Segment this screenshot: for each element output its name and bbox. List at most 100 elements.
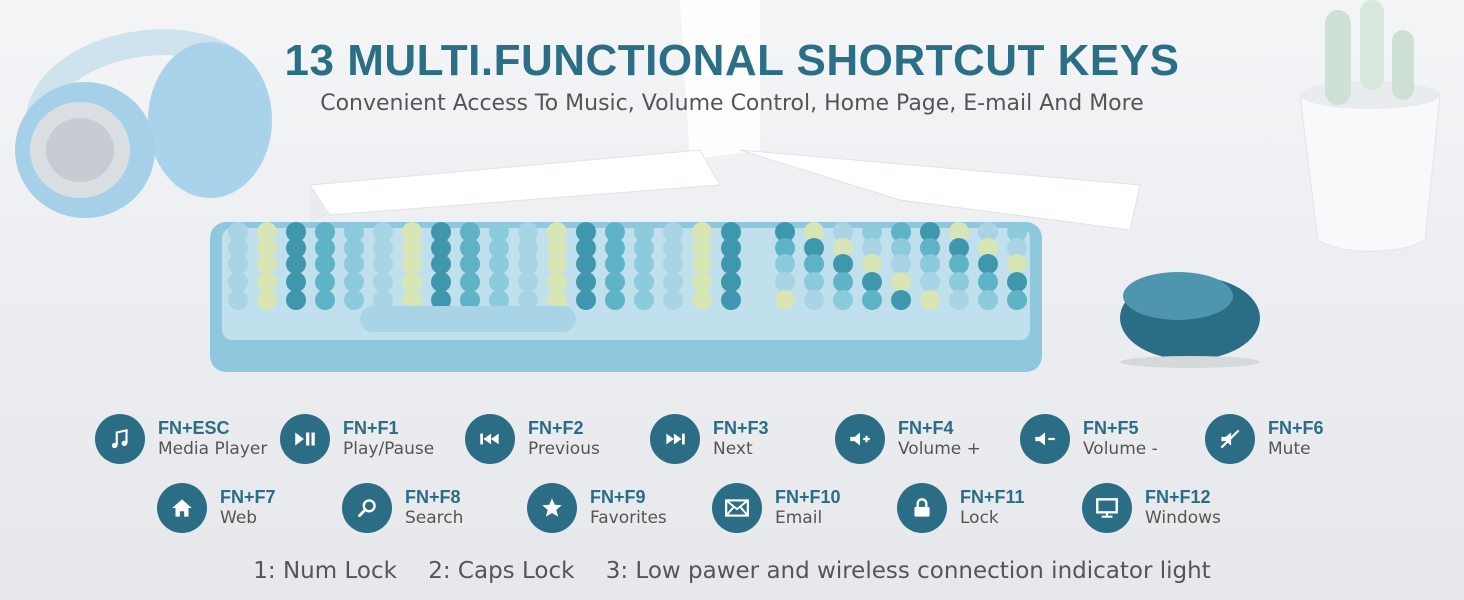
keycap — [286, 238, 306, 258]
shortcut-key: FN+ESC — [158, 418, 230, 438]
footer-note-indicator: 3: Low pawer and wireless connection ind… — [605, 558, 1211, 584]
shortcut-key: FN+F11 — [960, 487, 1025, 507]
keyboard-image — [210, 222, 1042, 372]
shortcut-key: FN+F5 — [1083, 418, 1139, 438]
keycap — [978, 238, 998, 258]
shortcut-function: Media Player — [158, 439, 268, 459]
shortcut-key: FN+F4 — [898, 418, 954, 438]
keycap — [1007, 272, 1027, 292]
keycap — [833, 222, 853, 242]
shortcut-key: FN+F3 — [713, 418, 769, 438]
keycap — [344, 290, 364, 310]
keycap — [576, 272, 596, 292]
shortcut-function: Mute — [1268, 439, 1311, 459]
keycap — [344, 272, 364, 292]
keycap — [518, 222, 538, 242]
previous-track-icon — [465, 414, 515, 464]
mute-icon — [1205, 414, 1255, 464]
star-icon — [527, 483, 577, 533]
keycap — [315, 254, 335, 274]
keycap — [775, 238, 795, 258]
keycap — [804, 254, 824, 274]
keycap — [949, 238, 969, 258]
footer-note-caps-lock: 2: Caps Lock — [428, 558, 575, 584]
keycap — [978, 272, 998, 292]
shortcut-search: FN+F8 Search — [342, 483, 463, 533]
keycap — [978, 254, 998, 274]
keycap — [402, 290, 422, 310]
shortcut-play-pause: FN+F1 Play/Pause — [280, 414, 434, 464]
monitor-icon — [1082, 483, 1132, 533]
keycap — [286, 272, 306, 292]
keycap — [576, 290, 596, 310]
shortcut-key: FN+F9 — [590, 487, 646, 507]
shortcut-email: FN+F10 Email — [712, 483, 841, 533]
keycap — [949, 254, 969, 274]
keycap — [1007, 238, 1027, 258]
keycap — [833, 272, 853, 292]
shortcut-key: FN+F2 — [528, 418, 584, 438]
keycap — [721, 272, 741, 292]
keycap — [862, 222, 882, 242]
keycap — [257, 254, 277, 274]
keycap — [605, 222, 625, 242]
keycap — [431, 254, 451, 274]
keycap — [373, 290, 393, 310]
keycap — [373, 254, 393, 274]
keycap — [634, 272, 654, 292]
keycap — [920, 222, 940, 242]
keycap — [692, 222, 712, 242]
keycap — [663, 238, 683, 258]
keycap — [891, 290, 911, 310]
keycap — [315, 238, 335, 258]
home-icon — [157, 483, 207, 533]
keycap — [605, 254, 625, 274]
keycap — [634, 254, 654, 274]
play-pause-icon — [280, 414, 330, 464]
shortcut-function: Email — [775, 508, 823, 528]
shortcut-function: Volume + — [898, 439, 981, 459]
keycap — [891, 222, 911, 242]
next-track-icon — [650, 414, 700, 464]
keycap — [402, 238, 422, 258]
shortcut-favorites: FN+F9 Favorites — [527, 483, 667, 533]
shortcut-next: FN+F3 Next — [650, 414, 769, 464]
keycap — [576, 238, 596, 258]
keycap — [692, 272, 712, 292]
shortcut-function: Web — [220, 508, 258, 528]
shortcut-mute: FN+F6 Mute — [1205, 414, 1324, 464]
keycap — [862, 254, 882, 274]
keycap — [228, 272, 248, 292]
keycap — [833, 290, 853, 310]
volume-up-icon — [835, 414, 885, 464]
shortcut-function: Favorites — [590, 508, 667, 528]
keycap — [721, 238, 741, 258]
keycap — [721, 222, 741, 242]
shortcut-function: Play/Pause — [343, 439, 435, 459]
keycap — [489, 272, 509, 292]
page-title: 13 MULTI.FUNCTIONAL SHORTCUT KEYS — [284, 36, 1180, 85]
keycap — [634, 222, 654, 242]
keycap — [315, 272, 335, 292]
keycap — [315, 222, 335, 242]
keycap — [576, 254, 596, 274]
keycap — [489, 254, 509, 274]
keycap — [257, 238, 277, 258]
product-photo — [15, 0, 1441, 372]
keycap — [460, 272, 480, 292]
shortcut-key: FN+F8 — [405, 487, 461, 507]
monitor-stand-image — [309, 0, 1141, 231]
keycap — [692, 254, 712, 274]
shortcut-volume-up: FN+F4 Volume + — [835, 414, 981, 464]
shortcut-media-player: FN+ESC Media Player — [95, 414, 267, 464]
keycap — [286, 290, 306, 310]
keycap — [804, 272, 824, 292]
volume-down-icon — [1020, 414, 1070, 464]
page-subtitle: Convenient Access To Music, Volume Contr… — [320, 91, 1144, 116]
keycap — [460, 254, 480, 274]
keycap — [920, 254, 940, 274]
keycap — [605, 238, 625, 258]
keycap — [978, 290, 998, 310]
keycap — [891, 254, 911, 274]
keycap — [547, 238, 567, 258]
